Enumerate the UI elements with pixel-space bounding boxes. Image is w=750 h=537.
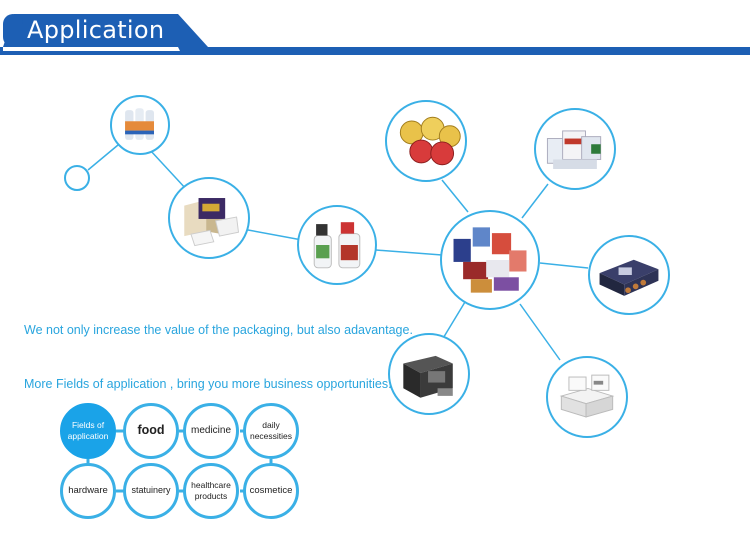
- tagline-fields: More Fields of application , bring you m…: [24, 377, 392, 391]
- bottles-photo: [110, 95, 170, 155]
- banner-shape: [0, 14, 750, 55]
- category-label: Fields of application: [67, 420, 109, 441]
- candle-cups-photo: [385, 100, 467, 182]
- empty-node: [64, 165, 90, 191]
- category-label: healthcare products: [191, 480, 231, 501]
- tagline-value: We not only increase the value of the pa…: [24, 323, 413, 337]
- medicine-boxes-photo: [534, 108, 616, 190]
- cosmetic-box-photo: [168, 177, 250, 259]
- spray-bottles-photo: [297, 205, 377, 285]
- category-label: hardware: [68, 485, 108, 497]
- white-boxes-photo: [546, 356, 628, 438]
- category-medicine[interactable]: medicine: [183, 403, 239, 459]
- page-title: Application: [27, 16, 165, 44]
- category-label: daily necessities: [249, 420, 293, 441]
- dark-box-photo: [588, 235, 670, 315]
- category-label: medicine: [190, 424, 232, 436]
- category-daily-necessities[interactable]: daily necessities: [243, 403, 299, 459]
- category-fields-of-application[interactable]: Fields of application: [60, 403, 116, 459]
- header-banner: Application: [0, 0, 750, 60]
- category-label: food: [137, 423, 165, 438]
- category-cosmetice[interactable]: cosmetice: [243, 463, 299, 519]
- category-statuinery[interactable]: statuinery: [123, 463, 179, 519]
- category-label: statuinery: [131, 485, 171, 496]
- electronics-box-photo: [388, 333, 470, 415]
- category-food[interactable]: food: [123, 403, 179, 459]
- center-boxes-photo: [440, 210, 540, 310]
- category-label: cosmetice: [249, 485, 293, 497]
- category-hardware[interactable]: hardware: [60, 463, 116, 519]
- category-healthcare-products[interactable]: healthcare products: [183, 463, 239, 519]
